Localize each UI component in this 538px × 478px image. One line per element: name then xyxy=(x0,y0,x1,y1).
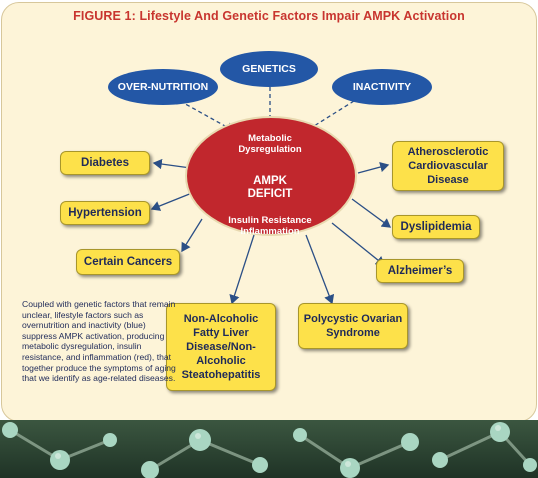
certain-cancers-box: Certain Cancers xyxy=(76,249,180,275)
molecule-graphic xyxy=(2,422,537,478)
genetics-label: GENETICS xyxy=(242,63,296,75)
dyslipidemia-box: Dyslipidemia xyxy=(392,215,480,239)
hypertension-box: Hypertension xyxy=(60,201,150,225)
genetics-ellipse: GENETICS xyxy=(220,51,318,87)
arrow-pcos xyxy=(305,234,335,305)
figure-title: FIGURE 1: Lifestyle And Genetic Factors … xyxy=(73,9,465,23)
alzheimers-box: Alzheimer’s xyxy=(376,259,464,283)
inactivity-label: INACTIVITY xyxy=(352,81,412,93)
arrow-hypertension xyxy=(150,192,193,211)
ampk-deficit-ellipse xyxy=(185,116,357,236)
pcos-box: Polycystic Ovarian Syndrome xyxy=(298,303,408,349)
insulin-inflammation-label: Insulin Resistance Inflammation xyxy=(205,215,335,237)
metabolic-dysregulation-label: Metabolic Dysregulation xyxy=(215,133,325,155)
insulin-resistance-label: Insulin Resistance xyxy=(228,215,312,226)
deficit-label: DEFICIT xyxy=(247,188,293,200)
atherosclerotic-box: Atherosclerotic Cardiovascular Disease xyxy=(392,141,504,191)
ampk-deficit-label: AMPK DEFICIT xyxy=(215,175,325,201)
arrow-dyslipidemia xyxy=(351,198,392,228)
diabetes-box: Diabetes xyxy=(60,151,150,175)
inactivity-ellipse: INACTIVITY xyxy=(332,69,432,105)
over-nutrition-label: OVER-NUTRITION xyxy=(117,81,209,93)
arrow-nafld xyxy=(229,234,255,305)
ampk-label: AMPK xyxy=(253,175,287,187)
figure-caption: Coupled with genetic factors that remain… xyxy=(22,299,176,384)
dysregulation-label: Dysregulation xyxy=(238,144,302,155)
arrow-inactivity xyxy=(304,100,355,132)
molecule-banner xyxy=(0,420,538,478)
arrow-alzheimers xyxy=(331,222,386,266)
nafld-box: Non-Alcoholic Fatty Liver Disease/Non-Al… xyxy=(166,303,276,391)
figure-panel: FIGURE 1: Lifestyle And Genetic Factors … xyxy=(1,2,537,422)
over-nutrition-ellipse: OVER-NUTRITION xyxy=(108,69,218,105)
arrow-atherosclerotic xyxy=(357,161,390,174)
arrow-cancers xyxy=(181,218,203,253)
metabolic-label: Metabolic xyxy=(248,133,292,144)
inflammation-label: Inflammation xyxy=(240,226,300,237)
